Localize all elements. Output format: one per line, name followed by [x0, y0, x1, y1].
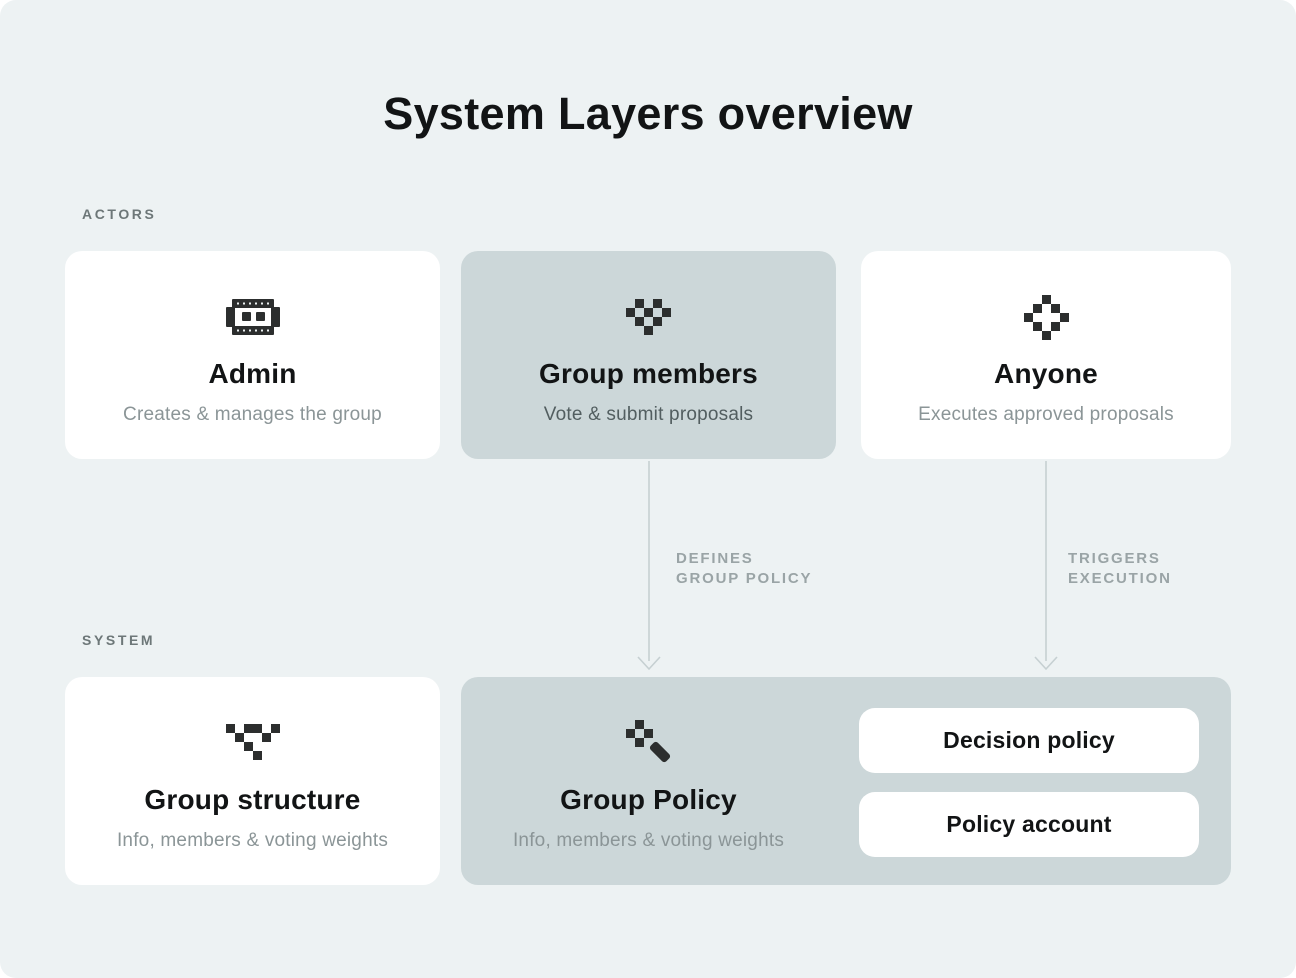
- card-subtitle: Creates & manages the group: [123, 404, 382, 425]
- arrow-defines-group-policy: [634, 459, 664, 675]
- actors-section-label: ACTORS: [82, 206, 157, 222]
- arrow-label-triggers-execution: TRIGGERS EXECUTION: [1068, 550, 1172, 587]
- card-title: Group members: [539, 358, 758, 389]
- pixel-heart-icon: [626, 293, 671, 341]
- card-title: Anyone: [994, 358, 1098, 389]
- page-title: System Layers overview: [383, 88, 913, 139]
- policy-account-pill: Policy account: [859, 792, 1199, 857]
- pixel-key-icon: [625, 719, 672, 767]
- actor-card-anyone: Anyone Executes approved proposals: [861, 251, 1231, 459]
- card-subtitle: Executes approved proposals: [918, 404, 1174, 425]
- system-section-label: SYSTEM: [82, 632, 156, 648]
- card-title: Group structure: [144, 784, 361, 815]
- card-subtitle: Info, members & voting weights: [116, 830, 389, 851]
- card-title: Group Policy: [560, 784, 737, 815]
- card-subtitle: Vote & submit proposals: [543, 404, 754, 425]
- card-subtitle: Info, members & voting weights: [512, 830, 785, 851]
- arrow-triggers-execution: [1031, 459, 1061, 675]
- system-card-group-policy: Group Policy Info, members & voting weig…: [461, 677, 1231, 885]
- actor-card-group-members: Group members Vote & submit proposals: [461, 251, 836, 459]
- robot-icon: [225, 293, 280, 341]
- card-title: Admin: [208, 358, 297, 389]
- pixel-diamond-icon: [1023, 293, 1069, 341]
- actor-card-admin: Admin Creates & manages the group: [65, 251, 440, 459]
- decision-policy-pill: Decision policy: [859, 708, 1199, 773]
- system-card-group-structure: Group structure Info, members & voting w…: [65, 677, 440, 885]
- arrow-label-defines-group-policy: DEFINES GROUP POLICY: [676, 550, 813, 587]
- pixel-v-icon: [225, 719, 280, 767]
